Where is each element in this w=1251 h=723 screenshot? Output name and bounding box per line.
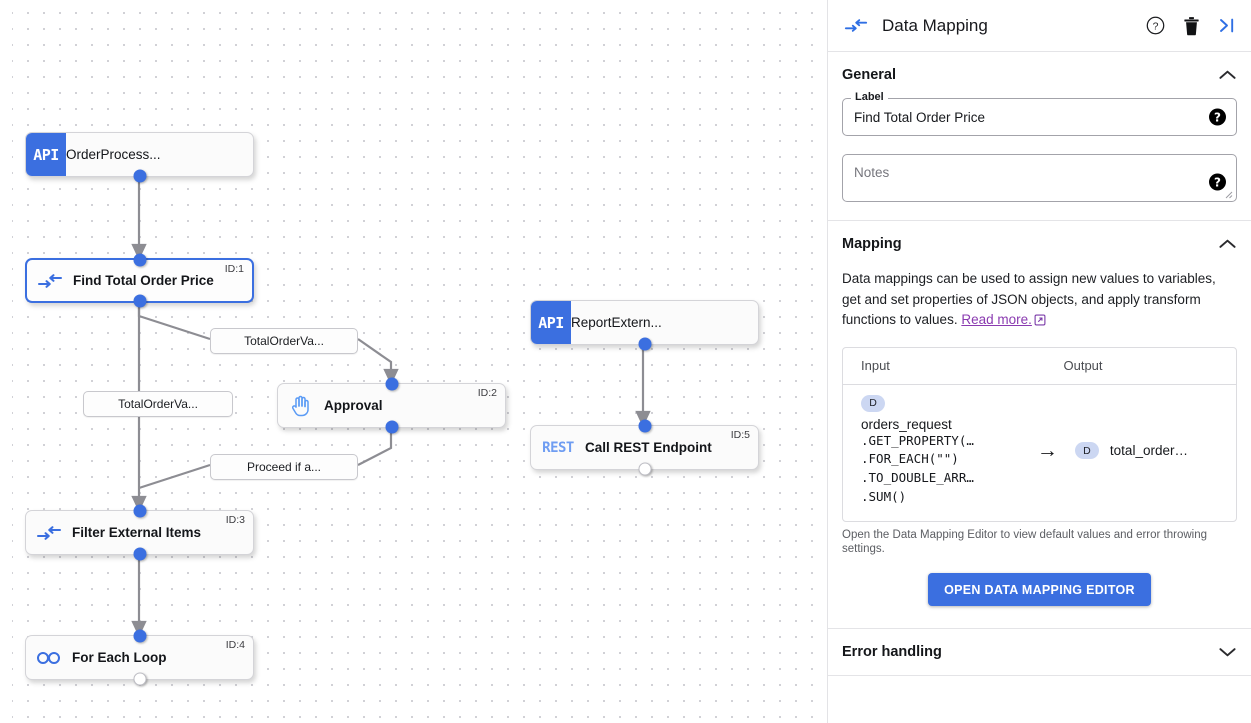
open-data-mapping-editor-button[interactable]: OPEN DATA MAPPING EDITOR [928,573,1151,607]
data-mapping-arrows-icon [844,18,874,33]
mapping-button-row: OPEN DATA MAPPING EDITOR [842,573,1237,628]
mapping-table: Input Output D orders_request .GET_PROPE… [842,346,1237,522]
edge-label[interactable]: Proceed if a... [210,454,358,480]
input-variable-name: orders_request [861,416,952,432]
transform-step: .SUM() [861,488,907,504]
chevron-up-icon[interactable] [1218,69,1237,81]
section-title: Error handling [842,644,942,661]
output-variable-name: total_order… [1109,443,1188,459]
mapping-table-header: Input Output [843,348,1236,385]
notes-help-icon[interactable]: ? [1209,173,1226,191]
node-title: ReportExtern... [571,315,662,330]
mapping-note: Open the Data Mapping Editor to view def… [842,528,1208,556]
label-field-caption: Label [851,91,888,103]
node-report-external[interactable]: API ReportExtern... [530,300,759,351]
svg-text:?: ? [1153,21,1159,33]
node-title: Filter External Items [72,525,202,540]
node-input-port[interactable] [638,419,651,433]
node-id-label: ID:4 [225,639,245,651]
node-id-label: ID:2 [477,387,497,399]
node-id-label: ID:3 [225,514,245,526]
label-field-value[interactable]: Find Total Order Price [842,98,1237,136]
node-id-label: ID:5 [730,429,750,441]
output-type-badge: D [1074,442,1099,460]
panel-spacer [828,676,1251,723]
transform-step: .TO_DOUBLE_ARR… [861,470,974,486]
edge-label[interactable]: TotalOrderVa... [83,391,233,417]
node-find-total-order-price[interactable]: Find Total Order Price ID:1 [25,253,254,308]
label-field[interactable]: Label Find Total Order Price ? [842,91,1237,136]
chevron-up-icon[interactable] [1218,238,1237,250]
help-icon[interactable]: ? [1145,15,1166,36]
external-link-icon[interactable] [1034,312,1046,333]
node-output-port[interactable] [133,547,146,561]
mapping-description-text: Data mappings can be used to assign new … [842,271,1216,328]
workflow-edges [83,177,651,638]
notes-field-placeholder[interactable]: Notes [842,154,1237,202]
notes-field[interactable]: Notes ? [842,154,1237,202]
input-transform-chain: .GET_PROPERTY(… .FOR_EACH("") .TO_DOUBLE… [861,432,1024,507]
transform-step: .FOR_EACH("") [861,451,959,467]
notes-resize-handle[interactable] [1224,190,1233,199]
section-error-handling-header[interactable]: Error handling [842,629,1237,675]
infinity-loop-icon [26,636,72,679]
node-input-port[interactable] [385,377,398,391]
node-order-process[interactable]: API OrderProcess... [25,132,254,183]
transform-step: .GET_PROPERTY(… [861,432,974,448]
section-title: Mapping [842,236,902,252]
node-input-port[interactable] [133,504,146,518]
column-header-input: Input [861,358,890,374]
node-output-port[interactable] [133,294,146,308]
node-output-port[interactable] [638,462,651,476]
node-input-port[interactable] [133,253,146,267]
section-general: General Label Find Total Order Price ? N… [828,52,1251,221]
workflow-canvas[interactable]: API OrderProcess... Find Total Order Pri… [0,0,828,723]
mapping-table-row[interactable]: D orders_request .GET_PROPERTY(… .FOR_EA… [843,385,1236,521]
mapping-arrow-icon: → [1036,438,1058,462]
collapse-panel-icon[interactable] [1217,16,1237,35]
mapping-output-cell: D total_order… [1071,442,1236,460]
input-type-badge: D [861,394,885,412]
node-filter-external-items[interactable]: Filter External Items ID:3 [25,504,254,561]
node-for-each-loop[interactable]: For Each Loop ID:4 [25,629,254,686]
node-output-port[interactable] [638,337,651,351]
data-mapping-arrows-icon [26,511,72,554]
node-id-label: ID:1 [224,263,244,275]
node-title: Call REST Endpoint [585,440,712,455]
node-title: For Each Loop [72,650,167,665]
rest-label-icon: REST [542,439,574,456]
node-title: Approval [324,398,383,413]
node-title: Find Total Order Price [73,273,214,288]
section-mapping-header[interactable]: Mapping [842,221,1237,267]
section-mapping: Mapping Data mappings can be used to ass… [828,221,1251,630]
node-call-rest-endpoint[interactable]: REST Call REST Endpoint ID:5 [530,419,759,476]
node-output-port[interactable] [133,169,146,183]
node-title: OrderProcess... [66,147,161,162]
node-output-port[interactable] [133,672,146,686]
data-mapping-arrows-icon [27,260,73,301]
read-more-link[interactable]: Read more. [961,312,1032,328]
api-badge-icon: API [26,133,66,176]
label-help-icon[interactable]: ? [1209,108,1226,126]
delete-icon[interactable] [1182,16,1201,36]
edge-label[interactable]: TotalOrderVa... [210,328,358,354]
node-output-port[interactable] [385,420,398,434]
section-error-handling: Error handling [828,629,1251,677]
section-general-header[interactable]: General [842,52,1237,98]
properties-panel: Data Mapping ? [828,0,1251,723]
column-header-output: Output [1063,358,1103,374]
hand-icon [278,384,324,427]
node-input-port[interactable] [133,629,146,643]
panel-header: Data Mapping ? [828,0,1251,52]
mapping-input-cell: D orders_request .GET_PROPERTY(… .FOR_EA… [843,394,1024,507]
chevron-down-icon[interactable] [1218,646,1237,658]
api-badge-icon: API [531,301,571,344]
node-approval[interactable]: Approval ID:2 [277,377,506,434]
mapping-description: Data mappings can be used to assign new … [842,269,1237,333]
panel-title: Data Mapping [882,15,988,35]
section-title: General [842,67,896,83]
